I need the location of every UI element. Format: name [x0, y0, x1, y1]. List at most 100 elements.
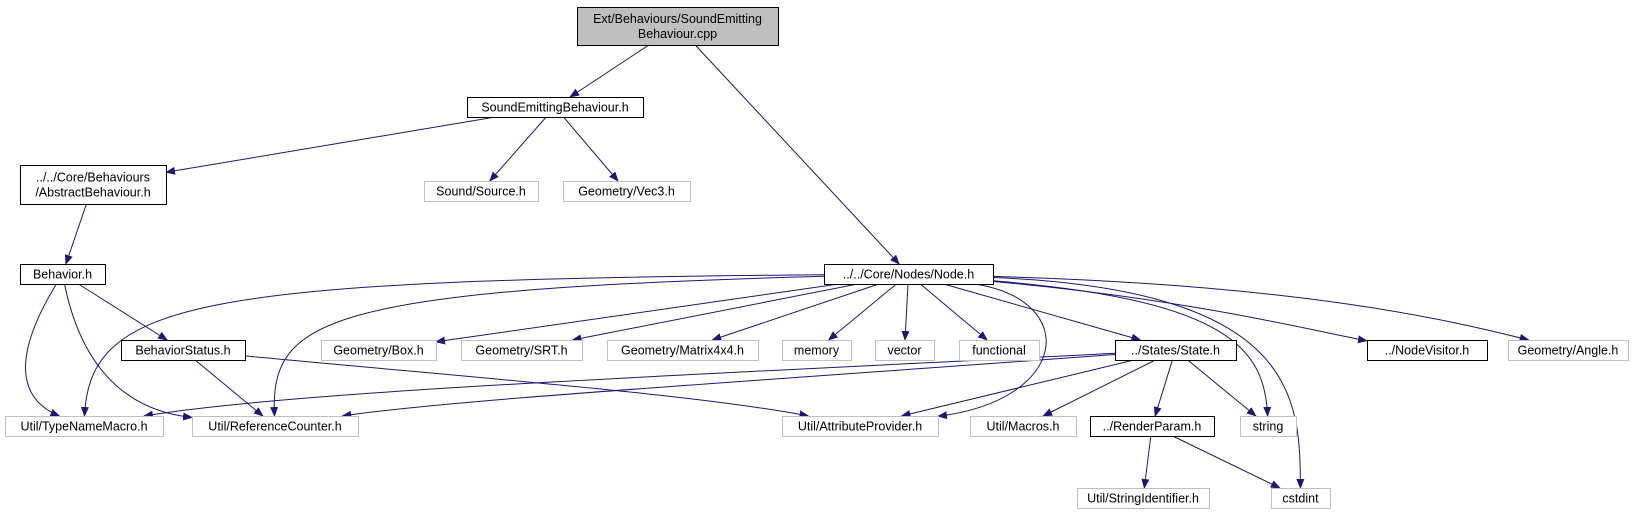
edge-node-to-memory — [827, 283, 897, 341]
node-label-strident: Util/StringIdentifier.h — [1087, 492, 1199, 506]
node-label-refcount: Util/ReferenceCounter.h — [208, 420, 341, 434]
edge-state-to-refcount — [341, 354, 1116, 419]
node-label-vec3: Geometry/Vec3.h — [578, 185, 675, 199]
node-attrprov: Util/AttributeProvider.h — [782, 416, 939, 437]
node-functional: functional — [959, 340, 1040, 361]
node-refcount: Util/ReferenceCounter.h — [192, 416, 359, 437]
node-label-string: string — [1253, 420, 1284, 434]
node-box-vec3 — [563, 181, 691, 202]
node-nodevisitor[interactable]: ../NodeVisitor.h — [1367, 340, 1488, 361]
edge-node-to-angle — [992, 275, 1530, 342]
node-angle: Geometry/Angle.h — [1508, 340, 1629, 361]
node-label-srcsound: Sound/Source.h — [436, 185, 526, 199]
node-box-seb — [467, 97, 644, 118]
node-label-srt: Geometry/SRT.h — [475, 344, 567, 358]
node-box-srcsound — [424, 181, 539, 202]
edge-state-to-attrprov — [900, 359, 1135, 418]
node-box-root — [577, 7, 779, 46]
node-label-behstatus: BehaviorStatus.h — [135, 344, 230, 358]
edge-root-to-seb — [569, 44, 650, 98]
node-label-memory: memory — [794, 344, 840, 358]
node-behstatus[interactable]: BehaviorStatus.h — [121, 340, 246, 361]
node-label-renderparam: ../RenderParam.h — [1103, 420, 1202, 434]
node-box-cstdint — [1271, 488, 1331, 509]
edge-node-to-cstdint — [992, 277, 1305, 489]
edge-root-to-node — [694, 44, 900, 265]
node-label-typename: Util/TypeNameMacro.h — [20, 420, 147, 434]
node-box-angle — [1508, 340, 1629, 361]
edge-seb-to-vec3 — [563, 116, 619, 182]
node-label-angle: Geometry/Angle.h — [1518, 344, 1619, 358]
node-vector: vector — [875, 340, 935, 361]
node-cstdint: cstdint — [1271, 488, 1331, 509]
edge-node-to-box — [435, 283, 839, 345]
edge-state-to-macros — [1042, 359, 1156, 417]
node-box-strident — [1077, 488, 1210, 509]
node-box-memory — [782, 340, 852, 361]
node-vec3: Geometry/Vec3.h — [563, 181, 691, 202]
edge-behavior-to-behstatus — [78, 283, 168, 341]
node-box-nodevisitor — [1367, 340, 1488, 361]
node-label-root: Ext/Behaviours/SoundEmitting — [593, 12, 762, 26]
node-box-attrprov — [782, 416, 939, 437]
edge-renderparam-to-cstdint — [1172, 435, 1281, 489]
node-strident: Util/StringIdentifier.h — [1077, 488, 1210, 509]
node-root[interactable]: Ext/Behaviours/SoundEmittingBehaviour.cp… — [577, 7, 779, 46]
edge-seb-to-absbeh — [165, 116, 496, 175]
node-box-macros — [970, 416, 1077, 437]
node-renderparam[interactable]: ../RenderParam.h — [1090, 416, 1215, 437]
node-layer: Ext/Behaviours/SoundEmittingBehaviour.cp… — [5, 7, 1629, 509]
node-box-behavior — [20, 264, 106, 285]
node-memory: memory — [782, 340, 852, 361]
node-macros: Util/Macros.h — [970, 416, 1077, 437]
edge-behavior-to-typename — [25, 283, 61, 417]
node-label-absbeh: ../../Core/Behaviours — [36, 171, 150, 185]
edge-renderparam-to-strident — [1141, 435, 1152, 489]
node-node[interactable]: ../../Core/Nodes/Node.h — [824, 264, 994, 285]
node-absbeh[interactable]: ../../Core/Behaviours/AbstractBehaviour.… — [20, 165, 167, 205]
node-box: Geometry/Box.h — [321, 340, 437, 361]
node-label-box: Geometry/Box.h — [333, 344, 423, 358]
node-box-functional — [959, 340, 1040, 361]
edge-state-to-renderparam — [1153, 359, 1173, 417]
edge-state-to-string — [1187, 359, 1257, 417]
node-state[interactable]: ../States/State.h — [1115, 340, 1237, 361]
node-typename: Util/TypeNameMacro.h — [5, 416, 164, 437]
node-seb[interactable]: SoundEmittingBehaviour.h — [467, 97, 644, 118]
node-label-attrprov: Util/AttributeProvider.h — [798, 420, 922, 434]
edge-behstatus-to-refcount — [194, 359, 264, 417]
node-box-state — [1115, 340, 1237, 361]
node-box-srt — [461, 340, 583, 361]
edge-node-to-attrprov — [937, 283, 1047, 420]
edge-node-to-vector — [901, 283, 910, 341]
edge-state-to-typename — [143, 352, 1116, 419]
node-label-nodevisitor: ../NodeVisitor.h — [1385, 344, 1470, 358]
node-box-node — [824, 264, 994, 285]
edge-layer — [25, 44, 1530, 489]
node-label-macros: Util/Macros.h — [987, 420, 1060, 434]
node-box-refcount — [192, 416, 359, 437]
edge-node-to-matrix — [711, 283, 879, 341]
edge-absbeh-to-behavior — [65, 203, 87, 265]
node-box-string — [1240, 416, 1297, 437]
node-box-vector — [875, 340, 935, 361]
node-box-box — [321, 340, 437, 361]
edge-seb-to-srcsound — [489, 116, 547, 182]
node-label-root: Behaviour.cpp — [638, 27, 717, 41]
edge-node-to-typename — [80, 274, 825, 417]
edge-behstatus-to-attrprov — [244, 355, 810, 419]
node-box-matrix — [607, 340, 759, 361]
node-box-behstatus — [121, 340, 246, 361]
node-srcsound: Sound/Source.h — [424, 181, 539, 202]
node-label-behavior: Behavior.h — [33, 268, 92, 282]
node-box-typename — [5, 416, 164, 437]
node-label-state: ../States/State.h — [1131, 344, 1220, 358]
node-label-functional: functional — [972, 344, 1026, 358]
node-label-matrix: Geometry/Matrix4x4.h — [621, 344, 744, 358]
node-label-absbeh: /AbstractBehaviour.h — [35, 186, 150, 200]
edge-node-to-state — [943, 283, 1142, 342]
edge-node-to-srt — [571, 283, 858, 343]
node-behavior[interactable]: Behavior.h — [20, 264, 106, 285]
node-label-cstdint: cstdint — [1282, 492, 1319, 506]
